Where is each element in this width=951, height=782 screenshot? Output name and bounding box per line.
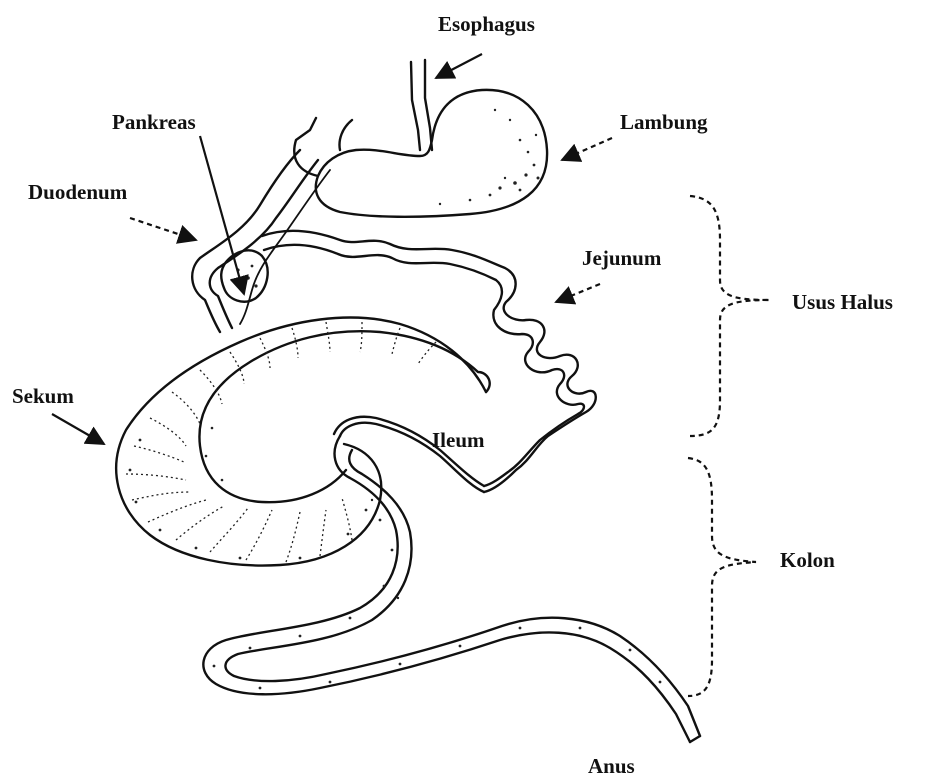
label-duodenum: Duodenum xyxy=(28,182,127,203)
label-esophagus: Esophagus xyxy=(438,14,535,35)
esophagus-shape xyxy=(411,60,432,150)
label-ileum: Ileum xyxy=(432,430,485,451)
label-jejunum: Jejunum xyxy=(582,248,661,269)
kolon-brace xyxy=(688,458,756,696)
label-pankreas: Pankreas xyxy=(112,112,196,133)
usus-halus-brace xyxy=(690,196,770,436)
stomach-shape xyxy=(316,90,547,217)
duodenum-shape xyxy=(192,118,352,332)
jejunum-shape xyxy=(262,231,596,492)
label-usus-halus: Usus Halus xyxy=(792,292,893,313)
label-lambung: Lambung xyxy=(620,112,708,133)
label-anus: Anus xyxy=(588,756,635,777)
label-kolon: Kolon xyxy=(780,550,835,571)
colon-shape xyxy=(203,436,700,742)
label-sekum: Sekum xyxy=(12,386,74,407)
